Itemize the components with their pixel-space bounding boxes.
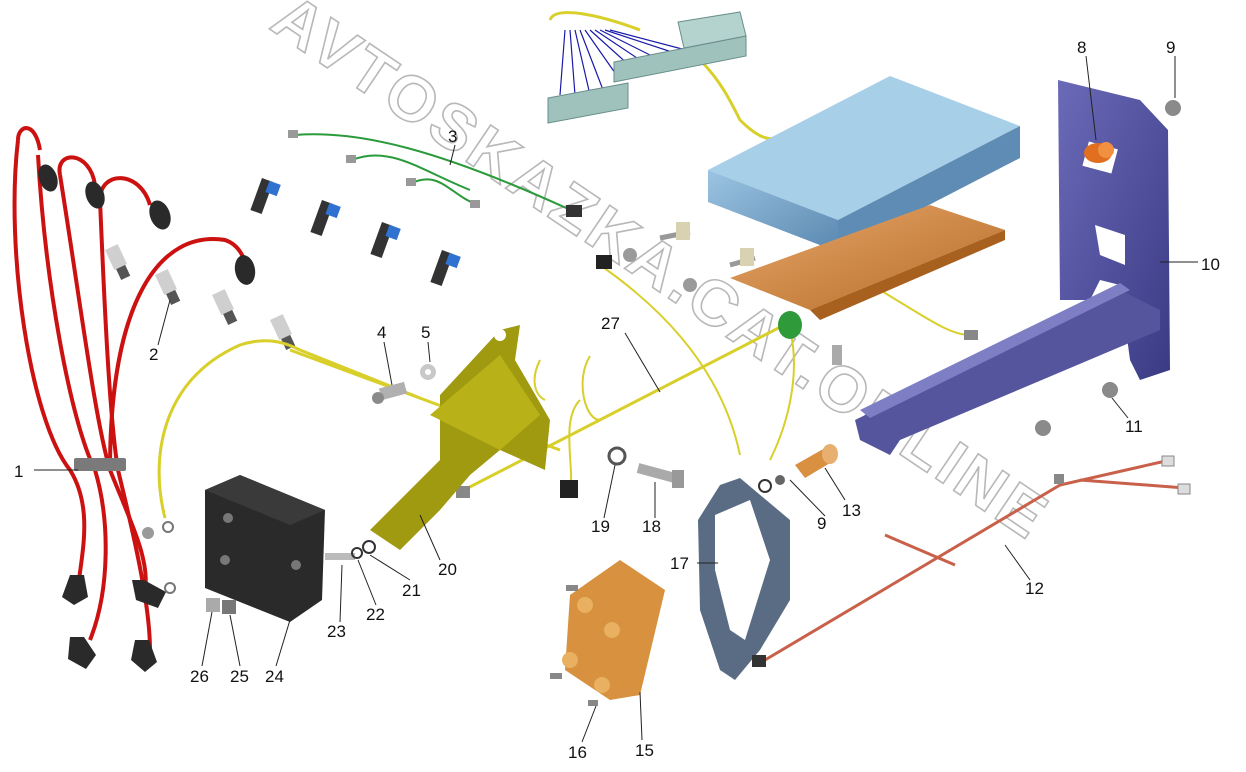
- label-24: 24: [265, 667, 284, 686]
- ignition-coil: [205, 475, 376, 622]
- label-26: 26: [190, 667, 209, 686]
- module-holder-bracket: [698, 478, 790, 680]
- label-5: 5: [421, 323, 430, 342]
- bolt-18: [636, 463, 684, 488]
- label-25: 25: [230, 667, 249, 686]
- label-9-bottom: 9: [817, 514, 826, 533]
- label-4: 4: [377, 323, 386, 342]
- ignition-wire-set: [12, 126, 256, 672]
- label-10: 10: [1201, 255, 1220, 274]
- sensor-harness: [288, 130, 582, 217]
- label-27: 27: [601, 314, 620, 333]
- ecu-connectors: [547, 11, 747, 124]
- label-11: 11: [1125, 417, 1143, 436]
- label-8: 8: [1077, 38, 1086, 57]
- ecu-bracket: [730, 205, 1005, 320]
- spacer-bushing: [758, 444, 838, 493]
- distribution-module: [550, 560, 665, 706]
- label-22: 22: [366, 605, 385, 624]
- main-harness: [157, 11, 978, 519]
- label-9-top: 9: [1166, 38, 1175, 57]
- coil-bracket: [370, 325, 550, 550]
- callout-labels: 1 2 3 4 5 8 9 9 10 11 12 13 15 16 17 18 …: [14, 38, 1220, 762]
- leader-lines: [34, 55, 1198, 743]
- label-20: 20: [438, 560, 457, 579]
- power-cable: [752, 455, 1191, 667]
- bolt-and-washer: [372, 364, 436, 404]
- label-19: 19: [591, 517, 610, 536]
- ecu-cover: [708, 76, 1020, 252]
- label-3: 3: [448, 127, 457, 146]
- injectors: [250, 178, 461, 287]
- label-21: 21: [402, 581, 421, 600]
- spark-plugs: [105, 244, 296, 350]
- label-16: 16: [568, 743, 587, 762]
- label-13: 13: [842, 501, 861, 520]
- label-17: 17: [670, 554, 689, 573]
- label-15: 15: [635, 741, 654, 760]
- fasteners: [142, 100, 1181, 594]
- label-18: 18: [642, 517, 661, 536]
- washer-19: [607, 446, 627, 466]
- label-12: 12: [1025, 579, 1044, 598]
- rubber-bushing-top: [1084, 142, 1114, 163]
- label-1: 1: [14, 462, 23, 481]
- label-23: 23: [327, 622, 346, 641]
- label-2: 2: [149, 345, 158, 364]
